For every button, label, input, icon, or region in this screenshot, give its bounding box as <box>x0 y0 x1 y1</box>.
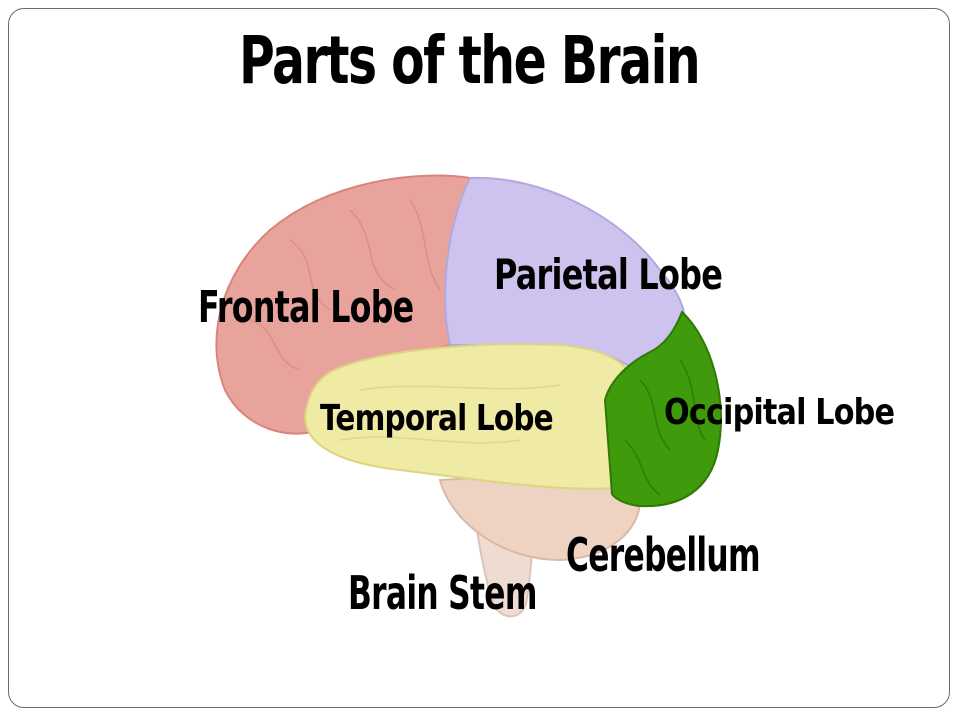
label-parietal-lobe: Parietal Lobe <box>494 250 723 299</box>
occipital-lobe-region <box>603 310 722 508</box>
label-temporal-lobe: Temporal Lobe <box>320 398 554 439</box>
temporal-gyri-texture <box>339 384 561 444</box>
occipital-gyri-texture <box>624 359 706 496</box>
label-frontal-lobe: Frontal Lobe <box>198 282 414 333</box>
label-cerebellum: Cerebellum <box>566 528 761 582</box>
label-brain-stem: Brain Stem <box>348 566 537 620</box>
page-title: Parts of the Brain <box>239 22 701 99</box>
temporal-lobe-region <box>304 343 632 490</box>
label-occipital-lobe: Occipital Lobe <box>664 392 895 433</box>
frontal-gyri-texture <box>249 199 441 371</box>
cerebellum-region <box>438 468 642 562</box>
